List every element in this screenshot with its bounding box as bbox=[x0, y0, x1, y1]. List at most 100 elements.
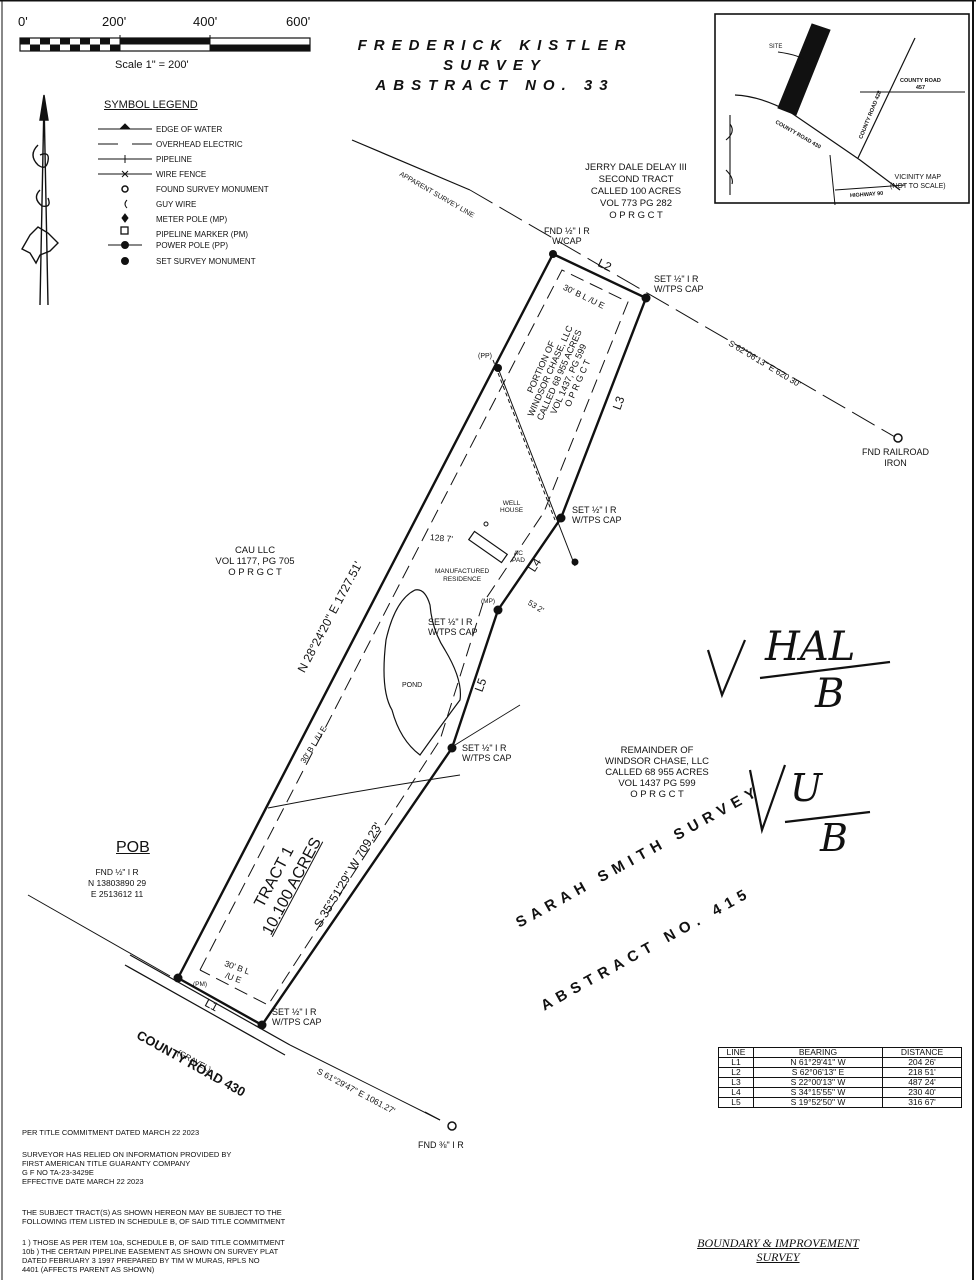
legend-item-guy-wire: GUY WIRE bbox=[156, 200, 197, 209]
delay-line-4: VOL 773 PG 282 bbox=[599, 198, 672, 209]
set-l5-label: SET ½" I R W/TPS CAP bbox=[462, 743, 512, 763]
table-cell: 230 40' bbox=[882, 1087, 962, 1098]
well-house-icon bbox=[483, 521, 489, 527]
set-l4-label: SET ½" I R W/TPS CAP bbox=[428, 617, 478, 637]
pob-label: POB bbox=[116, 839, 150, 856]
handwritten-initials-1-top: HAL bbox=[765, 624, 856, 670]
scale-bar bbox=[19, 35, 311, 52]
legend-item-overhead-electric: OVERHEAD ELECTRIC bbox=[156, 140, 243, 149]
table-cell: N 61°29'41" W bbox=[753, 1057, 883, 1068]
fnd-cap-label: FND ½" I R W/CAP bbox=[544, 226, 590, 246]
dist-128-label: 128 7' bbox=[429, 532, 454, 544]
remainder-line2: WINDSOR CHASE, LLC bbox=[605, 756, 709, 767]
vicinity-caption-line1: VICINITY MAP bbox=[894, 174, 942, 181]
site-marker-icon bbox=[777, 23, 831, 116]
footer-title: BOUNDARY & IMPROVEMENT SURVEY bbox=[668, 1236, 888, 1264]
title-line-1: FREDERICK KISTLER bbox=[357, 37, 633, 54]
scale-tick-600: 600' bbox=[286, 14, 311, 29]
table-cell: 204 26' bbox=[882, 1057, 962, 1068]
note-surveyor-line1: SURVEYOR HAS RELIED ON INFORMATION PROVI… bbox=[22, 1150, 232, 1159]
set-l5-line2: W/TPS CAP bbox=[462, 753, 512, 763]
note-surveyor-line3: G F NO TA-23-3429E bbox=[22, 1168, 94, 1177]
title-line-2: SURVEY bbox=[443, 57, 547, 74]
legend-item-pipeline: PIPELINE bbox=[156, 155, 193, 164]
set-l4-line2: W/TPS CAP bbox=[428, 627, 478, 637]
well-line1: WELL bbox=[502, 500, 521, 507]
note-surveyor-line4: EFFECTIVE DATE MARCH 22 2023 bbox=[22, 1177, 144, 1186]
edge-of-water-icon bbox=[118, 123, 132, 130]
legend-item-wire-fence: WIRE FENCE bbox=[156, 170, 207, 179]
pob-coordinates: FND ½" I R N 13803890 29 E 2513612 11 bbox=[88, 867, 146, 900]
vicinity-map bbox=[714, 13, 970, 206]
ac-pad-label: AC PAD bbox=[512, 550, 525, 564]
note-surveyor-line2: FIRST AMERICAN TITLE GUARANTY COMPANY bbox=[22, 1159, 191, 1168]
table-row: L5 S 19°52'50" W 316 67' bbox=[718, 1097, 962, 1108]
note-item: 1 ) THOSE AS PER ITEM 10a, SCHEDULE B, O… bbox=[22, 1238, 285, 1274]
set-l3-line1: SET ½" I R bbox=[572, 505, 617, 515]
railroad-iron-label: FND RAILROAD IRON bbox=[862, 447, 929, 469]
remainder-line1: REMAINDER OF bbox=[620, 745, 694, 756]
well-line2: HOUSE bbox=[500, 507, 524, 514]
note-item-line3: DATED FEBRUARY 3 1997 PREPARED BY TIM W … bbox=[22, 1256, 260, 1265]
set-l4-line1: SET ½" I R bbox=[428, 617, 473, 627]
table-cell: L5 bbox=[718, 1097, 754, 1108]
vicinity-caption-line2: (NOT TO SCALE) bbox=[890, 183, 946, 190]
set-l3-label: SET ½" I R W/TPS CAP bbox=[572, 505, 622, 525]
fnd-cap-line2: W/CAP bbox=[552, 236, 582, 246]
railroad-line1: FND RAILROAD bbox=[862, 447, 930, 457]
set-l2-line1: SET ½" I R bbox=[654, 274, 699, 284]
line-l5-label: L5 bbox=[471, 676, 490, 694]
vicinity-cr457-line2: 457 bbox=[915, 85, 926, 91]
cau-line2: VOL 1177, PG 705 bbox=[215, 556, 295, 567]
manufactured-line2: RESIDENCE bbox=[443, 576, 482, 583]
wire-fence-line bbox=[267, 774, 461, 809]
ac-pad-icon bbox=[571, 558, 579, 566]
set-monument-icon bbox=[121, 257, 129, 265]
legend-item-meter-pole: METER POLE (MP) bbox=[156, 215, 228, 224]
fnd-bottom-label: FND ⅜" I R bbox=[418, 1140, 464, 1150]
mp-label: (MP) bbox=[481, 598, 496, 605]
county-road-430 bbox=[27, 894, 457, 1131]
note-item-line2: 10b ) THE CERTAIN PIPELINE EASEMENT AS S… bbox=[22, 1247, 279, 1256]
table-cell: S 62°06'13" E bbox=[753, 1067, 883, 1078]
set-l5-line1: SET ½" I R bbox=[462, 743, 507, 753]
guy-wire-icon bbox=[124, 199, 128, 209]
ac-pad-line2: PAD bbox=[512, 557, 525, 564]
table-cell: S 19°52'50" W bbox=[753, 1097, 883, 1108]
set-l1-line1: SET ½" I R bbox=[272, 1007, 317, 1017]
set-monument-l2-icon bbox=[641, 293, 651, 303]
handwritten-initials-1-bottom: B bbox=[815, 671, 845, 717]
set-l1-label: SET ½" I R W/TPS CAP bbox=[272, 1007, 322, 1027]
fnd-cap-monument-icon bbox=[549, 250, 557, 258]
set-monument-l4-icon bbox=[493, 605, 503, 615]
cau-line1: CAU LLC bbox=[234, 545, 276, 556]
cau-line3: O P R G C T bbox=[228, 567, 282, 578]
note-subject-line2: FOLLOWING ITEM LISTED IN SCHEDULE B, OF … bbox=[22, 1217, 286, 1226]
overhead-electric-line bbox=[492, 359, 556, 521]
table-row: L3 S 22°00'13" W 487 24' bbox=[718, 1077, 962, 1088]
legend-heading: SYMBOL LEGEND bbox=[104, 99, 198, 111]
fnd-cap-line1: FND ½" I R bbox=[544, 226, 590, 236]
legend-item-power-pole: POWER POLE (PP) bbox=[156, 241, 229, 250]
manufactured-residence bbox=[467, 530, 509, 564]
delay-line-3: CALLED 100 ACRES bbox=[590, 186, 682, 197]
pipeline-marker-icon bbox=[120, 226, 129, 235]
handwritten-checkmarks bbox=[706, 639, 891, 835]
power-pole-icon bbox=[121, 241, 129, 249]
building-line bbox=[199, 269, 629, 1006]
well-house-label: WELL HOUSE bbox=[500, 500, 523, 514]
delay-line-5: O P R G C T bbox=[609, 210, 663, 221]
delay-line-2: SECOND TRACT bbox=[598, 174, 674, 185]
table-cell: S 34°15'55" W bbox=[753, 1087, 883, 1098]
footer-line1: BOUNDARY & IMPROVEMENT bbox=[697, 1236, 859, 1250]
table-row: L1 N 61°29'41" W 204 26' bbox=[718, 1057, 962, 1068]
delay-tract-label: JERRY DALE DELAY III SECOND TRACT CALLED… bbox=[566, 162, 706, 222]
table-row: L4 S 34°15'55" W 230 40' bbox=[718, 1087, 962, 1098]
line-table-header: LINE BEARING DISTANCE bbox=[718, 1047, 962, 1058]
pipeline-line bbox=[497, 367, 576, 567]
scale-tick-0: 0' bbox=[18, 14, 28, 29]
note-surveyor: SURVEYOR HAS RELIED ON INFORMATION PROVI… bbox=[22, 1150, 231, 1186]
line-table-header-line: LINE bbox=[718, 1047, 754, 1058]
cau-llc-label: CAU LLC VOL 1177, PG 705 O P R G C T bbox=[205, 545, 305, 578]
pond bbox=[383, 589, 462, 756]
